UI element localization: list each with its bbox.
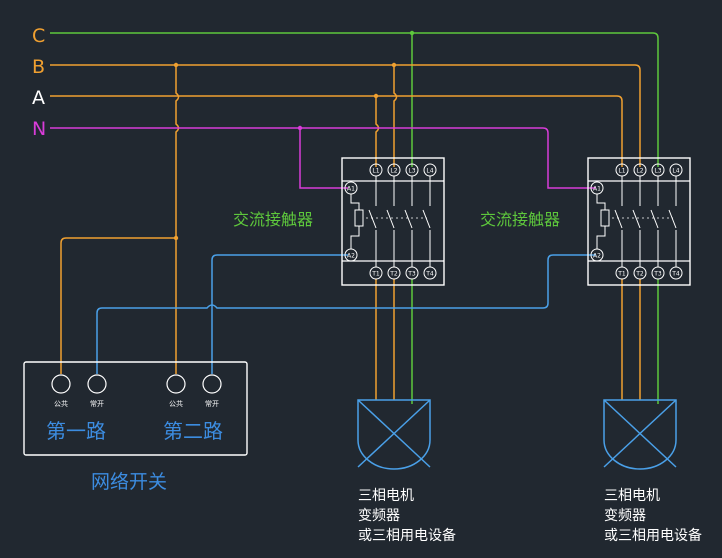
contactor-2: L1 L2 L3 L4 T1 T2 T3 T4 A1 A2 xyxy=(587,157,691,286)
switch-1-no-terminal xyxy=(87,374,107,394)
switch-1-common-label: 公共 xyxy=(54,399,68,408)
switch-2-common-terminal xyxy=(166,374,186,394)
contactor-1-label: 交流接触器 xyxy=(233,210,313,229)
contactor-1-coil xyxy=(350,194,364,249)
load-2-line3: 或三相用电设备 xyxy=(604,527,702,544)
contactor-2-coil xyxy=(596,194,610,249)
contactor-1-l4: L4 xyxy=(426,168,433,175)
load-1-line2: 变频器 xyxy=(358,508,400,524)
junction-n xyxy=(297,125,303,131)
network-switch-box: 公共 常开 公共 常开 第一路 第二路 xyxy=(23,361,248,456)
switch-channel-2-label: 第二路 xyxy=(163,419,223,443)
contactor-2-a1: A1 xyxy=(593,186,601,193)
contactor-2-l1: L1 xyxy=(618,168,625,175)
contactor-2-label: 交流接触器 xyxy=(480,210,560,229)
load-1-symbol xyxy=(357,399,431,470)
phase-label-c: C xyxy=(32,25,45,47)
wire-neutral-n xyxy=(50,127,596,189)
junction-b xyxy=(391,62,397,68)
wire-phase-b xyxy=(50,64,641,400)
phase-label-a: A xyxy=(32,87,45,109)
load-2-line1: 三相电机 xyxy=(604,488,660,504)
junction-c xyxy=(409,30,415,36)
wire-phase-a xyxy=(50,95,623,400)
load-1-line3: 或三相用电设备 xyxy=(358,527,456,544)
junction-b-switch-split xyxy=(173,235,179,241)
wire-control xyxy=(96,254,596,374)
load-1-line1: 三相电机 xyxy=(358,488,414,504)
junction-a xyxy=(373,93,379,99)
contactor-1-a1: A1 xyxy=(347,186,355,193)
contactor-2-a2: A2 xyxy=(593,253,601,260)
contactor-1: L1 L2 L3 L4 T1 T2 T3 T4 A1 A2 xyxy=(341,157,445,286)
junction-b-switch xyxy=(173,62,179,68)
contactor-1-t1: T1 xyxy=(371,271,380,278)
switch-2-common-label: 公共 xyxy=(169,399,183,408)
contactor-1-l1: L1 xyxy=(372,168,379,175)
load-2-line2: 变频器 xyxy=(604,508,646,524)
contactor-1-t2: T2 xyxy=(389,271,398,278)
contactor-1-l2: L2 xyxy=(390,168,397,175)
contactor-2-contacts xyxy=(614,176,677,267)
contactor-1-l3: L3 xyxy=(408,168,415,175)
contactor-2-l3: L3 xyxy=(654,168,661,175)
contactor-2-t3: T3 xyxy=(653,271,662,278)
switch-1-no-label: 常开 xyxy=(90,399,104,408)
load-2-symbol xyxy=(603,399,677,470)
contactor-2-l2: L2 xyxy=(636,168,643,175)
phase-label-n: N xyxy=(32,118,46,140)
phase-label-b: B xyxy=(32,56,45,78)
contactor-2-t4: T4 xyxy=(671,271,680,278)
contactor-1-a2: A2 xyxy=(347,253,355,260)
network-switch-title: 网络开关 xyxy=(91,471,167,493)
contactor-1-contacts xyxy=(368,176,431,267)
contactor-2-l4: L4 xyxy=(672,168,679,175)
contactor-2-t1: T1 xyxy=(617,271,626,278)
switch-1-common-terminal xyxy=(51,374,71,394)
contactor-1-t3: T3 xyxy=(407,271,416,278)
switch-2-no-terminal xyxy=(202,374,222,394)
contactor-2-t2: T2 xyxy=(635,271,644,278)
switch-channel-1-label: 第一路 xyxy=(46,419,106,443)
wire-phase-c xyxy=(50,32,659,404)
switch-2-no-label: 常开 xyxy=(205,399,219,408)
contactor-1-t4: T4 xyxy=(425,271,434,278)
